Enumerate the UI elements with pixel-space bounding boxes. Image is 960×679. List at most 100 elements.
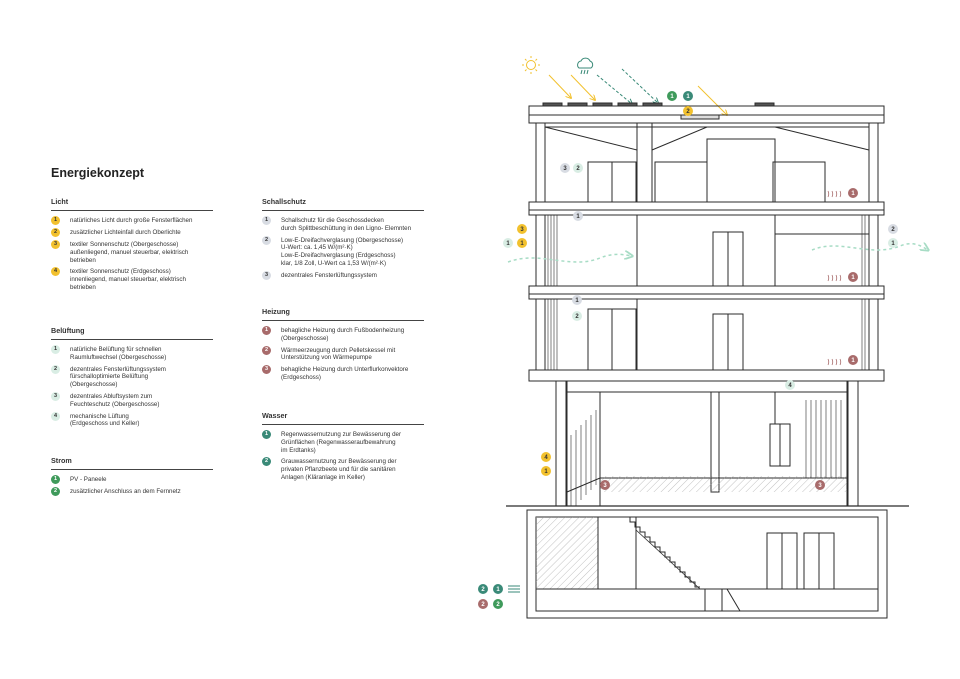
diagram-badge-heizung: 3 [600, 480, 610, 490]
diagram-badge-heizung: 2 [478, 599, 488, 609]
badge-belueftung: 1 [51, 345, 60, 354]
building-structure [506, 102, 909, 619]
badge-licht: 2 [51, 228, 60, 237]
badge-number: 2 [686, 109, 690, 115]
badge-number: 1 [851, 275, 855, 281]
badge-circle [683, 106, 693, 116]
badge-circle [493, 599, 503, 609]
badge-circle [478, 584, 488, 594]
legend-text: natürliches Licht durch große Fensterflä… [70, 217, 193, 224]
badge-number: 1 [496, 587, 500, 593]
section-heizung: Heizung 1 behagliche Heizung durch Fußbod… [262, 307, 424, 386]
badge-circle [848, 272, 858, 282]
sun-icon [522, 56, 540, 74]
badge-circle [815, 480, 825, 490]
diagram-badge-schallschutz: 2 [888, 224, 898, 234]
badge-number: 1 [520, 241, 524, 247]
legend-item: 1 behagliche Heizung durch Fußbodenheizun… [262, 326, 424, 343]
heating-marks [827, 190, 842, 366]
diagram-badge-belueftung: 2 [572, 311, 582, 321]
badge-number: 3 [818, 483, 822, 489]
legend-item: 2 zusätzlicher Lichteinfall durch Oberlic… [51, 228, 213, 237]
diagram-badge-schallschutz: 1 [573, 211, 583, 221]
diagram-badge-belueftung: 1 [888, 238, 898, 248]
section-title: Belüftung [51, 326, 213, 340]
badge-heizung: 2 [262, 345, 271, 355]
badge-number: 2 [575, 314, 579, 320]
rain-arrows [596, 68, 658, 104]
page-title: Energiekonzept [51, 166, 145, 180]
badge-heizung: 3 [262, 365, 271, 375]
badge-circle [848, 355, 858, 365]
diagram-badge-strom: 1 [667, 91, 677, 101]
badge-number: 2 [481, 587, 485, 593]
legend-text: Low-E-Dreifachverglasung (Obergeschosse)… [281, 236, 404, 267]
diagram-badge-licht: 3 [517, 224, 527, 234]
legend-text: zusätzlicher Lichteinfall durch Oberlich… [70, 229, 181, 236]
badge-circle [848, 188, 858, 198]
badge-number: 1 [851, 191, 855, 197]
badge-number: 1 [686, 94, 690, 100]
badge-number: 1 [851, 358, 855, 364]
badge-circle [517, 224, 527, 234]
diagram-badge-heizung: 1 [848, 272, 858, 282]
badge-circle [503, 238, 513, 248]
section-title: Schallschutz [262, 197, 424, 211]
badge-licht: 3 [51, 240, 60, 249]
legend-text: dezentrales Fensterlüftungssystem [281, 271, 377, 279]
badge-circle [478, 599, 488, 609]
badge-circle [572, 311, 582, 321]
badge-circle [560, 163, 570, 173]
legend-text: mechanische Lüftung (Erdgeschoss und Kel… [70, 412, 140, 428]
badge-number: 1 [576, 214, 580, 220]
badge-number: 2 [576, 166, 580, 172]
badge-number: 2 [891, 227, 895, 233]
legend-text: behagliche Heizung durch Unterflurkonvek… [281, 366, 409, 381]
diagram-badge-heizung: 3 [815, 480, 825, 490]
legend-text: Regenwassernutzung zur Bewässerung der G… [281, 431, 402, 454]
section-title: Wasser [262, 411, 424, 425]
badge-number: 1 [670, 94, 674, 100]
badge-schallschutz: 3 [262, 270, 271, 280]
badge-circle [785, 380, 795, 390]
diagram-badge-belueftung: 2 [573, 163, 583, 173]
badge-heizung: 1 [262, 326, 271, 335]
badge-schallschutz: 2 [262, 235, 271, 245]
diagram-badge-wasser: 1 [683, 91, 693, 101]
badge-circle [541, 466, 551, 476]
badge-licht: 1 [51, 216, 60, 225]
badge-number: 2 [496, 602, 500, 608]
diagram-badge-wasser: 1 [493, 584, 503, 594]
legend-text: PV - Paneele [70, 476, 107, 483]
badge-number: 1 [544, 469, 548, 475]
badge-licht: 4 [51, 267, 60, 277]
legend-item: 3 behagliche Heizung durch Unterflurkonve… [262, 365, 424, 382]
diagram-badge-heizung: 1 [848, 188, 858, 198]
badge-number: 1 [891, 241, 895, 247]
legend-text: dezentrales Fensterlüftungssystem fürsch… [70, 365, 166, 389]
legend-item: 3 dezentrales Fensterlüftungssystem [262, 270, 424, 280]
diagram-badge-strom: 2 [493, 599, 503, 609]
diagram-badge-heizung: 1 [848, 355, 858, 365]
legend-text: Grauwassernutzung zur Bewässerung der pr… [281, 458, 397, 481]
badge-circle [683, 91, 693, 101]
legend-text: behagliche Heizung durch Fußbodenheizung… [281, 327, 405, 342]
badge-circle [573, 163, 583, 173]
badge-circle [541, 452, 551, 462]
section-title: Heizung [262, 307, 424, 321]
badge-circle [493, 584, 503, 594]
badge-circle [888, 224, 898, 234]
